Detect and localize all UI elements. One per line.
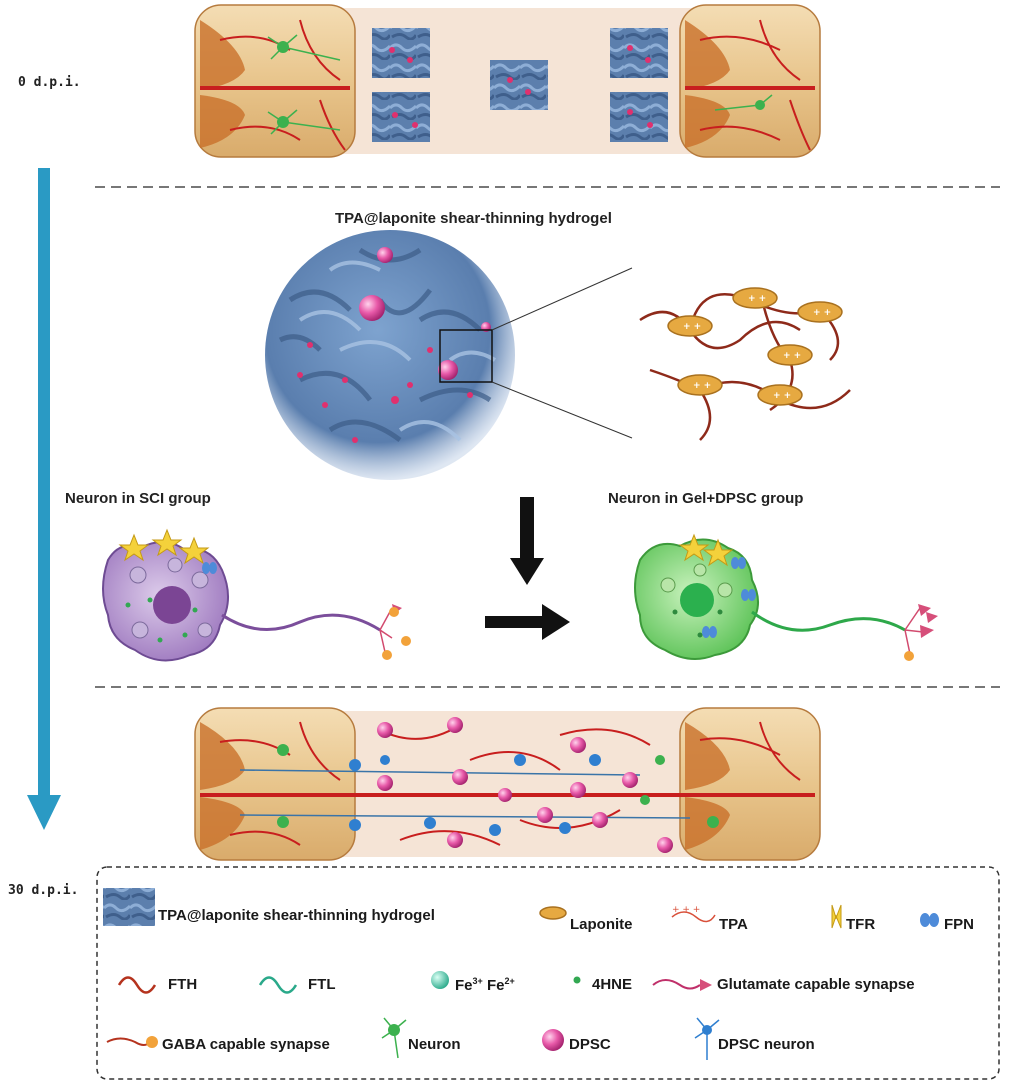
legend-fe2: Fe [486, 977, 505, 994]
sci-neuron [102, 528, 411, 662]
label-gel-dpsc-group: Neuron in Gel+DPSC group [608, 490, 804, 507]
legend-laponite: Laponite [570, 916, 633, 933]
legend-tpa: TPA [719, 916, 748, 933]
legend-iron: Fe3+ Fe2+ [455, 976, 515, 994]
hydrogel-sphere [265, 230, 633, 480]
gel-dpsc-neuron [634, 533, 938, 661]
legend-gaba: GABA capable synapse [162, 1036, 330, 1053]
legend-fpn: FPN [944, 916, 974, 933]
legend-4hne: 4HNE [592, 976, 633, 993]
spinal-cord-top [194, 4, 821, 158]
legend-fe3-sup: 3+ [472, 976, 483, 986]
timeline-arrow [27, 168, 61, 830]
legend-hydrogel: TPA@laponite shear-thinning hydrogel [158, 907, 435, 924]
legend-fth: FTH [168, 976, 198, 993]
legend-dpsc: DPSC [569, 1036, 611, 1053]
legend-icons: + + + [103, 888, 939, 1060]
timepoint-end: 30 d.p.i. [8, 883, 79, 898]
label-sci-group: Neuron in SCI group [65, 490, 211, 507]
svg-text:+ +: + + [783, 351, 801, 361]
legend-fe2-sup: 2+ [504, 976, 515, 986]
svg-text:+ +: + + [683, 322, 701, 332]
spinal-cord-bottom [194, 707, 821, 861]
timepoint-start: 0 d.p.i. [18, 75, 81, 90]
legend-fe3: Fe [455, 977, 473, 994]
laponite-discs: + + + + + + + + + + + + [667, 287, 843, 406]
legend-dpsc-neuron: DPSC neuron [718, 1036, 815, 1053]
legend-box [96, 866, 1000, 1080]
legend-ftl: FTL [308, 976, 336, 993]
svg-text:+ + +: + + + [672, 905, 700, 915]
legend-tfr: TFR [846, 916, 876, 933]
hydrogel-title: TPA@laponite shear-thinning hydrogel [335, 210, 612, 227]
legend-neuron: Neuron [408, 1036, 461, 1053]
svg-text:+ +: + + [748, 294, 766, 304]
legend-glutamate: Glutamate capable synapse [717, 976, 915, 993]
svg-text:+ +: + + [813, 308, 831, 318]
process-arrows [485, 497, 570, 640]
svg-text:+ +: + + [773, 391, 791, 401]
svg-text:+ +: + + [693, 381, 711, 391]
